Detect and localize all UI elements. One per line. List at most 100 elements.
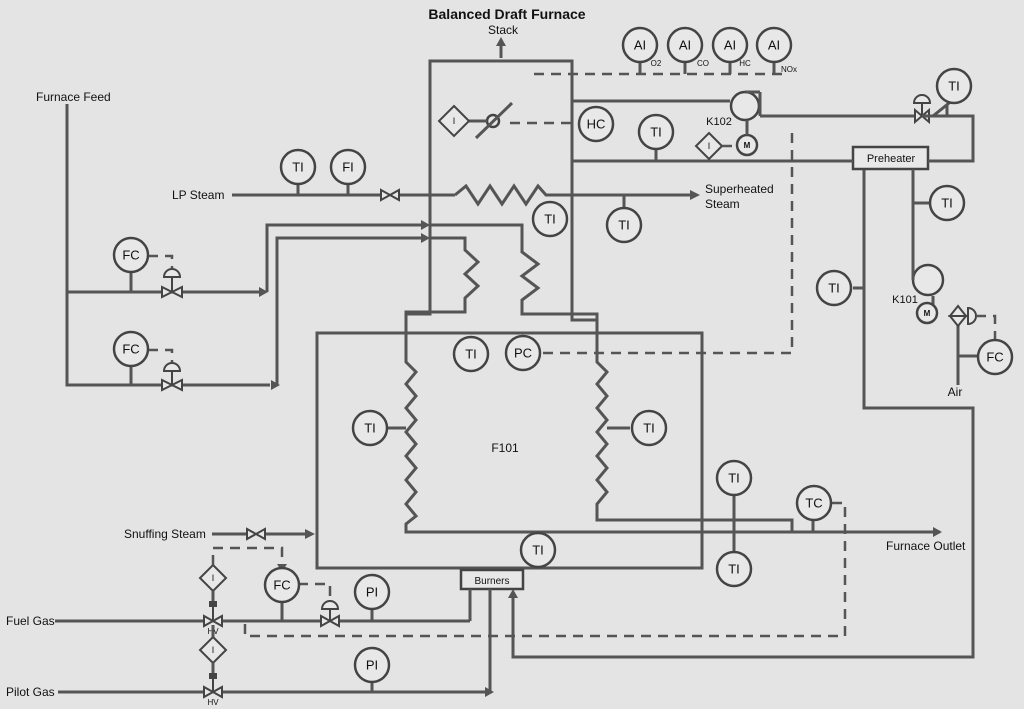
svg-text:I: I (708, 141, 711, 151)
ti-convection-bubble[interactable]: TI (531, 200, 569, 238)
ti-flue-bubble[interactable]: TI (815, 269, 853, 307)
svg-text:AI: AI (724, 38, 736, 53)
ti-lp-steam-bubble[interactable]: TI (279, 148, 317, 186)
ti-radiant-left-bubble[interactable]: TI (351, 409, 389, 447)
ai-nox-tag: NOx (781, 65, 797, 74)
process-coils (404, 223, 942, 537)
diagram-title: Balanced Draft Furnace (428, 6, 585, 22)
svg-text:I: I (212, 645, 215, 655)
ai-hc-bubble[interactable]: AI (711, 26, 749, 64)
pi-fuel-bubble[interactable]: PI (353, 573, 391, 611)
preheater-label: Preheater (867, 153, 916, 165)
svg-text:TI: TI (941, 196, 953, 211)
ti-outlet-bottom-bubble[interactable]: TI (715, 550, 753, 588)
svg-text:TC: TC (805, 496, 822, 511)
svg-text:FC: FC (273, 578, 290, 593)
fuel-control-valve[interactable] (320, 600, 340, 628)
ai-co-bubble[interactable]: AI (666, 26, 704, 64)
ti-outlet-top-bubble[interactable]: TI (715, 459, 753, 497)
ti-radiant-right-bubble[interactable]: TI (630, 409, 668, 447)
ti-burner-bubble[interactable]: TI (519, 531, 557, 569)
fi-lp-steam-bubble[interactable]: FI (329, 148, 367, 186)
ai-o2-bubble[interactable]: AI (621, 26, 659, 64)
fc-air-bubble[interactable]: FC (976, 338, 1014, 376)
feed-control-valve-1[interactable] (161, 268, 183, 299)
stack-label: Stack (488, 23, 519, 37)
svg-text:TI: TI (728, 562, 740, 577)
superheated-steam-label: Superheated (705, 182, 774, 196)
k101-label: K101 (892, 294, 918, 306)
svg-text:FC: FC (122, 248, 139, 263)
svg-text:I: I (212, 573, 215, 583)
svg-text:TI: TI (948, 79, 960, 94)
svg-text:TI: TI (465, 347, 477, 362)
snuffing-steam-valve[interactable] (246, 527, 266, 541)
tc-outlet-bubble[interactable]: TC (795, 484, 833, 522)
svg-text:AI: AI (634, 38, 646, 53)
svg-text:AI: AI (679, 38, 691, 53)
ti-radiant-top-bubble[interactable]: TI (452, 335, 490, 373)
fuel-transducer: I (198, 563, 228, 593)
hc-bubble[interactable]: HC (577, 105, 615, 143)
svg-text:FI: FI (342, 160, 354, 175)
svg-text:FC: FC (986, 350, 1003, 365)
air-inlet-damper[interactable] (912, 94, 932, 125)
ti-superheat-bubble[interactable]: TI (605, 206, 643, 244)
furnace-feed-label: Furnace Feed (36, 90, 111, 104)
pilot-hv-label: HV (207, 698, 219, 707)
svg-text:M: M (924, 309, 931, 318)
fan-k102 (729, 90, 762, 122)
pilot-transducer: I (198, 635, 228, 665)
svg-text:PI: PI (366, 585, 378, 600)
fan-k101 (911, 262, 945, 297)
svg-text:PC: PC (514, 346, 532, 361)
ti-duct-bubble[interactable]: TI (637, 113, 675, 151)
radiant-section-f101 (315, 331, 704, 570)
ti-air-top-bubble[interactable]: TI (935, 67, 973, 105)
svg-text:TI: TI (618, 218, 630, 233)
fc-feed-1-bubble[interactable]: FC (112, 236, 150, 274)
ai-hc-tag: HC (739, 59, 751, 68)
snuffing-steam-label: Snuffing Steam (124, 527, 206, 541)
snuffing-steam-line (212, 529, 315, 539)
svg-text:I: I (453, 116, 456, 126)
pc-draft-bubble[interactable]: PC (504, 334, 542, 372)
burners-label: Burners (474, 576, 509, 587)
svg-text:TI: TI (292, 160, 304, 175)
svg-text:M: M (744, 141, 751, 150)
preheater (851, 145, 930, 171)
svg-text:TI: TI (544, 212, 556, 227)
svg-text:TI: TI (828, 281, 840, 296)
convection-section (404, 59, 599, 336)
k102-label: K102 (706, 116, 732, 128)
pi-pilot-bubble[interactable]: PI (353, 646, 391, 684)
fuel-gas-label: Fuel Gas (6, 614, 55, 628)
pilot-gas-line (58, 589, 494, 697)
air-label: Air (948, 385, 963, 399)
svg-text:TI: TI (532, 543, 544, 558)
stack-outlet (496, 37, 506, 58)
furnace-id-label: F101 (491, 441, 519, 455)
ai-co-tag: CO (697, 59, 709, 68)
fuel-gas-line (55, 589, 472, 623)
svg-text:PI: PI (366, 658, 378, 673)
steam-superheat-coil (232, 183, 700, 207)
svg-text:TI: TI (650, 125, 662, 140)
ai-o2-tag: O2 (651, 59, 662, 68)
svg-text:FC: FC (122, 342, 139, 357)
burners-box (459, 568, 525, 591)
svg-text:HC: HC (587, 117, 606, 132)
air-control-valve[interactable] (947, 304, 977, 328)
svg-text:TI: TI (643, 421, 655, 436)
damper-transducer: I (437, 104, 471, 138)
fc-fuel-bubble[interactable]: FC (263, 566, 301, 604)
svg-text:AI: AI (768, 38, 780, 53)
fc-feed-2-bubble[interactable]: FC (112, 330, 150, 368)
lp-steam-valve[interactable] (380, 188, 400, 202)
pilot-gas-hand-valve[interactable] (203, 673, 223, 699)
ai-nox-bubble[interactable]: AI (755, 26, 793, 64)
fuel-gas-hand-valve[interactable] (203, 601, 223, 628)
feed-control-valve-2[interactable] (161, 362, 183, 392)
ti-preheat-out-bubble[interactable]: TI (928, 184, 966, 222)
